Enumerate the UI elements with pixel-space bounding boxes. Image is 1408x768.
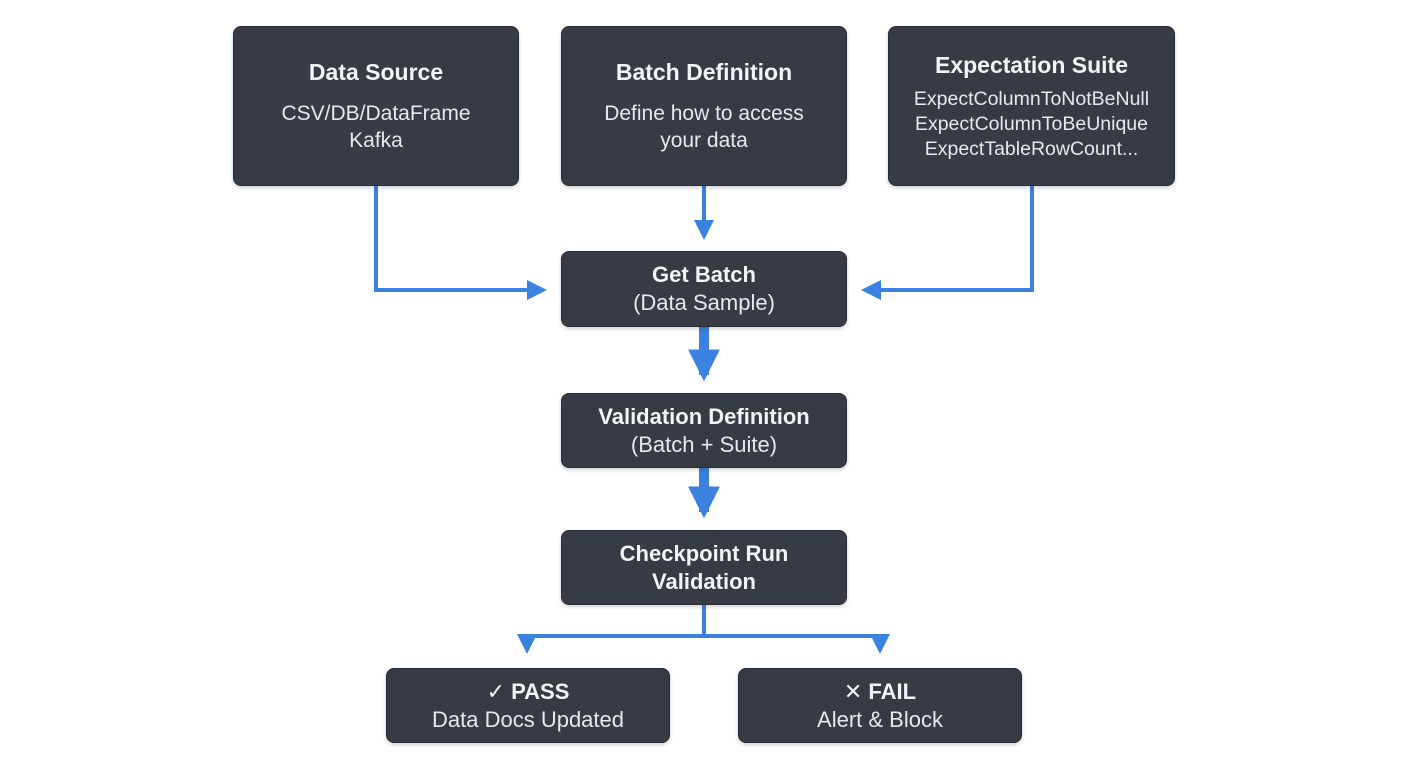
node-title: Data Source	[308, 59, 444, 85]
node-title: ✕ FAIL	[843, 678, 917, 704]
node-line: ExpectTableRowCount...	[924, 137, 1139, 160]
arrow-suite-to-getbatch	[861, 186, 1034, 300]
node-body: (Data Sample)	[633, 289, 775, 317]
node-expectation-suite: Expectation Suite ExpectColumnToNotBeNul…	[888, 26, 1175, 186]
node-get-batch: Get Batch (Data Sample)	[561, 251, 847, 327]
node-title: Checkpoint Run Validation	[620, 540, 789, 596]
node-body: Alert & Block	[817, 706, 943, 734]
node-line: (Batch + Suite)	[630, 431, 778, 457]
node-title-line: Checkpoint Run	[619, 540, 789, 566]
node-fail: ✕ FAIL Alert & Block	[738, 668, 1022, 743]
node-batch-definition: Batch Definition Define how to access yo…	[561, 26, 847, 186]
arrow-datasource-to-getbatch	[374, 186, 547, 300]
node-title: Get Batch	[652, 262, 756, 287]
node-line: ExpectColumnToBeUnique	[914, 112, 1149, 135]
node-line: your data	[660, 129, 748, 152]
node-title-line: Validation	[652, 568, 756, 594]
node-pass: ✓ PASS Data Docs Updated	[386, 668, 670, 743]
node-line: ExpectColumnToNotBeNull	[913, 87, 1150, 110]
arrow-checkpoint-to-fail	[704, 634, 890, 654]
node-body: ExpectColumnToNotBeNull ExpectColumnToBe…	[914, 87, 1149, 162]
node-checkpoint: Checkpoint Run Validation	[561, 530, 847, 605]
node-body: Define how to access your data	[604, 100, 804, 154]
node-body: CSV/DB/DataFrame Kafka	[281, 100, 470, 154]
node-line: Define how to access	[604, 102, 804, 125]
node-line: CSV/DB/DataFrame	[281, 102, 471, 125]
node-validation-definition: Validation Definition (Batch + Suite)	[561, 393, 847, 468]
node-data-source: Data Source CSV/DB/DataFrame Kafka	[233, 26, 519, 186]
node-line: Data Docs Updated	[432, 706, 624, 732]
node-body: Data Docs Updated	[432, 706, 624, 734]
node-title: Batch Definition	[615, 59, 793, 85]
node-title: Expectation Suite	[935, 51, 1128, 78]
node-title: ✓ PASS	[486, 678, 570, 704]
node-title: Validation Definition	[598, 403, 810, 429]
node-line: Kafka	[349, 129, 403, 152]
node-line: (Data Sample)	[633, 290, 775, 315]
node-body: (Batch + Suite)	[631, 431, 777, 459]
node-line: Alert & Block	[817, 706, 943, 732]
arrow-checkpoint-to-pass	[517, 634, 704, 654]
